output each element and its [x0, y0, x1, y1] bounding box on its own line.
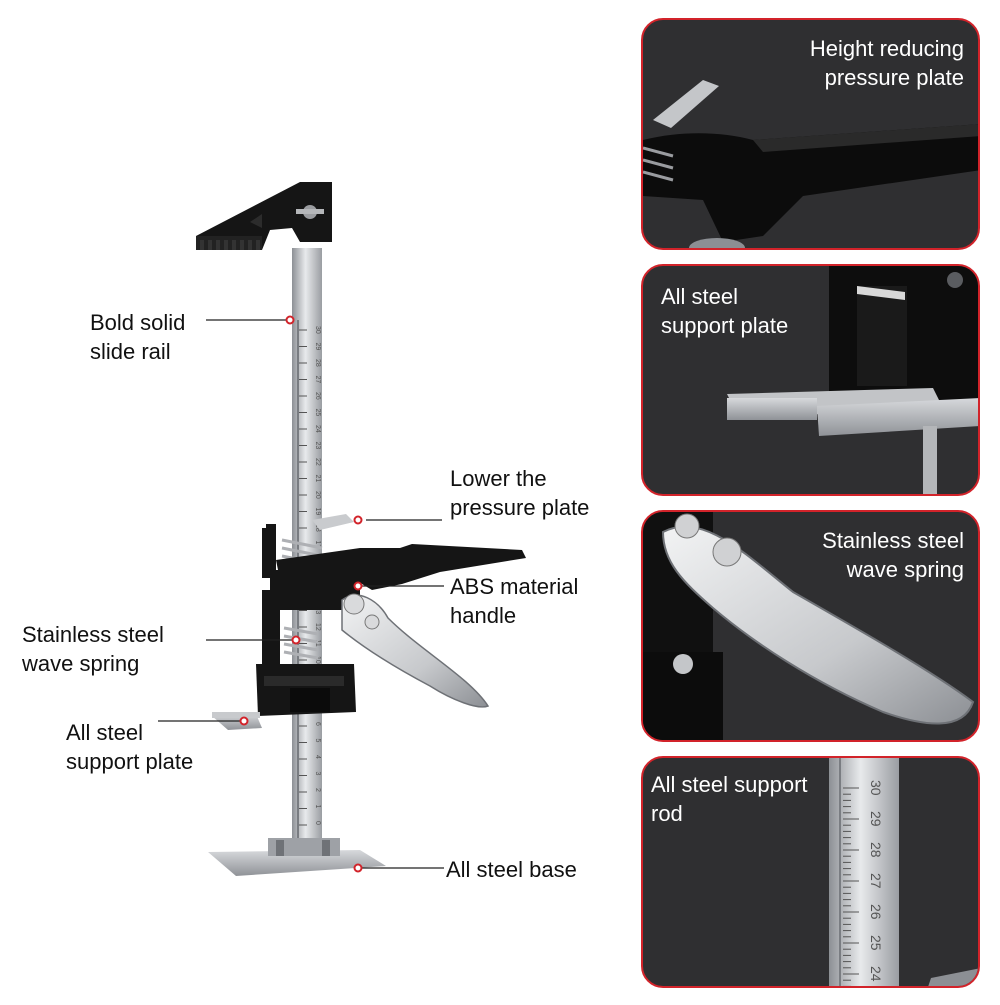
ruler-tick-label: 24 [314, 425, 321, 433]
lifting-jack-drawing: 3029282726252423222120191817161514131211… [158, 182, 526, 876]
ruler-tick-label: 28 [314, 359, 321, 367]
ruler-tick-label: 20 [314, 491, 321, 499]
ruler-tick-label: 13 [314, 607, 321, 615]
detail-panel-spring: Stainless steel wave spring [641, 510, 980, 742]
panel-label-support-plate: All steel support plate [661, 284, 789, 338]
clamp-body [256, 524, 526, 716]
spring-photo [643, 512, 975, 740]
callout-spring: Stainless steel wave spring [22, 622, 164, 676]
rod-tick-label: 27 [868, 873, 884, 889]
ruler-tick-label: 3 [314, 772, 321, 776]
ruler-tick-label: 25 [314, 409, 321, 417]
steel-handle [341, 593, 490, 708]
support-plate-photo [727, 266, 978, 494]
ruler-tick-label: 21 [314, 475, 321, 483]
ruler-tick-label: 6 [314, 722, 321, 726]
ruler-tick-label: 17 [314, 541, 321, 549]
detail-panel-support-plate: All steel support plate [641, 264, 980, 496]
ruler-tick-label: 27 [314, 376, 321, 384]
panel-label-spring: Stainless steel wave spring [822, 528, 964, 582]
ruler-tick-label: 2 [314, 788, 321, 792]
panel-label-pressure-plate: Height reducing pressure plate [809, 36, 964, 90]
ruler-tick-label: 30 [314, 326, 321, 334]
support-plate [212, 712, 262, 730]
ruler-tick-label: 1 [314, 805, 321, 809]
spring-coil [281, 538, 323, 660]
detail-panel-support-rod: 30 29 28 27 26 25 24 All steel support rod [641, 756, 980, 988]
ruler-tick-label: 22 [314, 458, 321, 466]
rod-scale: 30 29 28 27 26 25 24 [843, 780, 884, 986]
callout-lower-plate: Lower the pressure plate [450, 466, 590, 520]
rod-tick-label: 26 [868, 904, 884, 920]
callout-dots [239, 315, 363, 873]
pressure-plate-photo [643, 80, 978, 248]
callout-support-plate: All steel support plate [66, 720, 194, 774]
ruler-tick-label: 29 [314, 343, 321, 351]
ruler-tick-label: 12 [314, 623, 321, 631]
ruler-tick-label: 0 [314, 821, 321, 825]
rod-tick-label: 29 [868, 811, 884, 827]
ruler-tick-label: 10 [314, 656, 321, 664]
ruler-tick-label: 5 [314, 739, 321, 743]
base-plate [208, 838, 386, 876]
rod-tick-label: 30 [868, 780, 884, 796]
callout-handle: ABS material handle [450, 574, 579, 628]
top-pressure-head [196, 182, 332, 250]
callout-leaders [158, 319, 444, 869]
ruler-tick-label: 18 [314, 524, 321, 532]
rod-tick-label: 24 [868, 966, 884, 982]
ruler-tick-label: 23 [314, 442, 321, 450]
callout-base: All steel base [446, 857, 577, 882]
ruler-tick-label: 4 [314, 755, 321, 759]
ruler-tick-label: 26 [314, 392, 321, 400]
ruler-tick-label: 19 [314, 508, 321, 516]
rod-tick-label: 25 [868, 935, 884, 951]
detail-panel-pressure-plate: Height reducing pressure plate [641, 18, 980, 250]
panel-label-support-rod: All steel support rod [651, 772, 808, 826]
callout-slide-rail: Bold solid slide rail [90, 310, 186, 364]
rod-tick-label: 28 [868, 842, 884, 858]
support-rod-photo: 30 29 28 27 26 25 24 [829, 758, 978, 986]
product-illustration: 3029282726252423222120191817161514131211… [22, 182, 590, 882]
